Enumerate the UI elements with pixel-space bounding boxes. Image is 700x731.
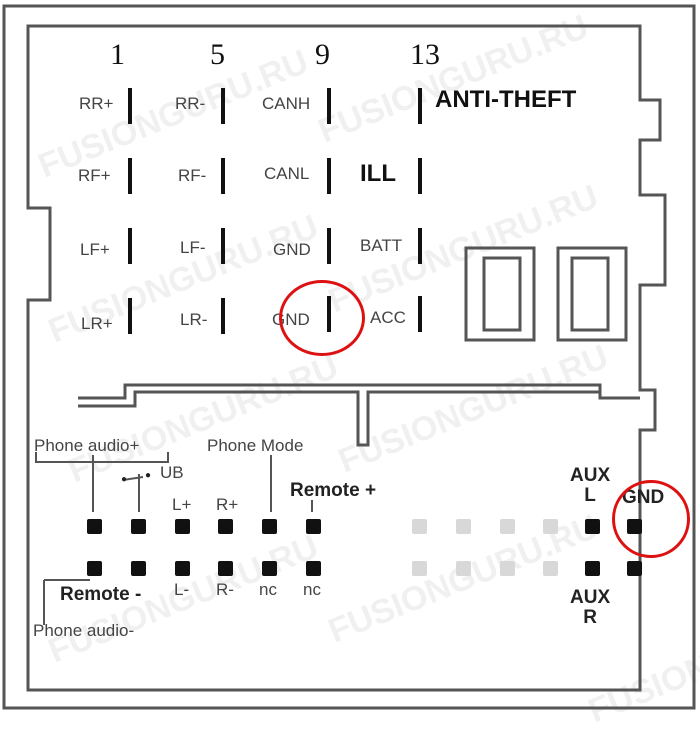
pin-square — [627, 561, 642, 576]
label-remote-plus: Remote + — [290, 480, 377, 501]
pin-square — [306, 519, 321, 534]
pin-square — [175, 561, 190, 576]
pin-bar — [128, 228, 132, 264]
connector-diagram: FUSIONGURU.RU FUSIONGURU.RU FUSIONGURU.R… — [2, 4, 700, 730]
pin-square — [585, 519, 600, 534]
pin-bar — [327, 228, 331, 264]
pin-bar — [418, 88, 422, 124]
highlight-circle-aux-gnd — [612, 480, 690, 558]
pin-square — [218, 519, 233, 534]
pin-bar — [221, 228, 225, 264]
pin-square — [131, 561, 146, 576]
pin-bar — [327, 88, 331, 124]
pin-bar — [128, 298, 132, 334]
pin-square — [87, 561, 102, 576]
pin-square — [175, 519, 190, 534]
label-ill: ILL — [360, 160, 396, 187]
pin-number-1: 1 — [110, 38, 125, 71]
pin-square-empty — [543, 561, 558, 576]
label-r-minus: R- — [216, 580, 234, 599]
pin-bar — [128, 158, 132, 194]
pin-square-empty — [456, 519, 471, 534]
pin-square — [585, 561, 600, 576]
pin-square — [262, 561, 277, 576]
label-batt: BATT — [360, 236, 403, 255]
pin-bar — [221, 158, 225, 194]
label-lf-plus: LF+ — [80, 240, 110, 259]
label-remote-minus: Remote - — [60, 584, 142, 605]
label-l-minus: L- — [174, 580, 190, 599]
pin-number-9: 9 — [315, 38, 330, 71]
highlight-circle-gnd — [279, 280, 365, 356]
pin-number-13: 13 — [410, 38, 440, 71]
connector-outline — [2, 4, 696, 710]
pin-square-empty — [456, 561, 471, 576]
label-lf-minus: LF- — [180, 238, 206, 257]
label-rf-minus: RF- — [178, 166, 207, 185]
pin-square-empty — [500, 561, 515, 576]
label-phone-audio-plus: Phone audio+ — [34, 436, 140, 455]
pin-bar — [418, 158, 422, 194]
pin-bar — [221, 88, 225, 124]
pin-number-5: 5 — [210, 38, 225, 71]
label-anti-theft: ANTI-THEFT — [435, 86, 577, 113]
label-nc-2: nc — [303, 580, 321, 599]
label-aux-l: AUX L — [570, 465, 611, 506]
label-nc-1: nc — [259, 580, 277, 599]
pin-square-empty — [500, 519, 515, 534]
pin-square-empty — [412, 519, 427, 534]
label-gnd-1: GND — [273, 240, 311, 259]
pin-square-empty — [543, 519, 558, 534]
pin-square — [306, 561, 321, 576]
label-r-plus: R+ — [216, 495, 239, 514]
label-phone-audio-minus: Phone audio- — [33, 621, 135, 640]
pin-square-empty — [412, 561, 427, 576]
label-acc: ACC — [370, 308, 406, 327]
label-canl: CANL — [264, 164, 310, 183]
label-lr-minus: LR- — [180, 310, 208, 329]
label-rr-plus: RR+ — [79, 94, 114, 113]
label-ub: UB — [160, 463, 184, 482]
pin-square — [131, 519, 146, 534]
switch-icon: ● — [145, 470, 152, 481]
pin-bar — [221, 298, 225, 334]
label-rr-minus: RR- — [175, 94, 206, 113]
label-canh: CANH — [262, 94, 311, 113]
label-rf-plus: RF+ — [78, 166, 111, 185]
pin-square — [87, 519, 102, 534]
pin-bar — [418, 228, 422, 264]
pin-bar — [327, 158, 331, 194]
label-l-plus: L+ — [172, 495, 192, 514]
pin-square — [262, 519, 277, 534]
pin-bar — [418, 296, 422, 332]
label-aux-r: AUX R — [570, 587, 611, 628]
label-phone-mode: Phone Mode — [207, 436, 304, 455]
label-lr-plus: LR+ — [81, 314, 113, 333]
pin-bar — [128, 88, 132, 124]
switch-icon: ● — [121, 474, 128, 485]
pin-square — [218, 561, 233, 576]
